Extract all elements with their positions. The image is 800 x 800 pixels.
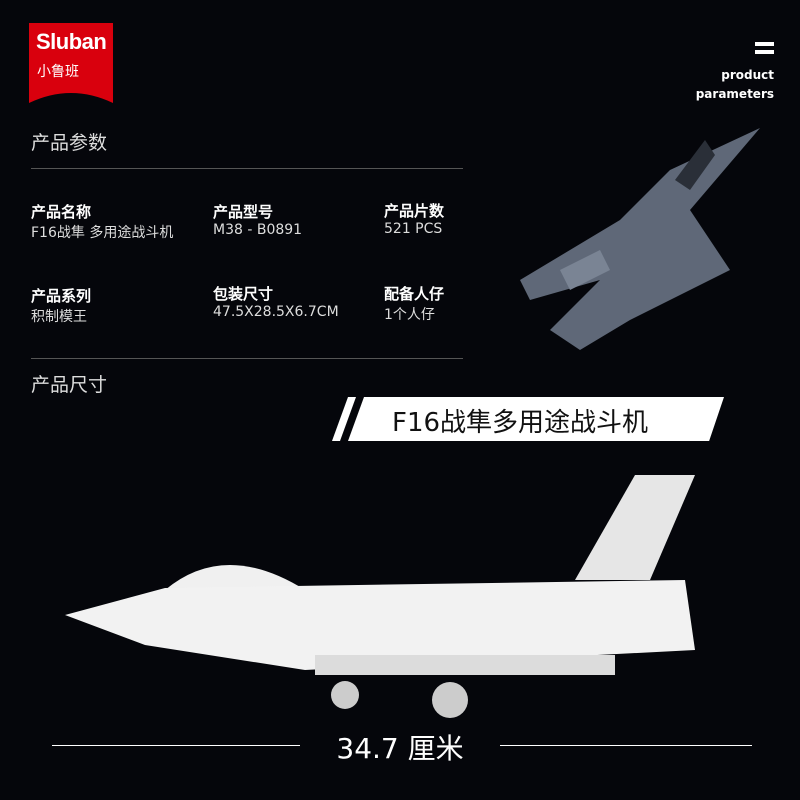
brand-name-cn: 小鲁班 xyxy=(37,64,79,80)
equals-icon xyxy=(755,42,774,54)
param-value: 积制模王 xyxy=(31,309,87,325)
param-value: 1个人仔 xyxy=(384,307,435,323)
param-value: M38 - B0891 xyxy=(213,222,303,238)
param-name: 产品名称 F16战隼 多用途战斗机 xyxy=(31,201,173,242)
product-parameters-label: product parameters xyxy=(696,66,774,104)
param-label: 产品片数 xyxy=(384,202,445,220)
param-value: 521 PCS xyxy=(384,221,443,237)
divider xyxy=(31,358,463,359)
section-title-size: 产品尺寸 xyxy=(31,374,108,396)
brand-name-en: Sluban xyxy=(36,29,107,54)
section-title-params: 产品参数 xyxy=(31,132,108,154)
header-line2: parameters xyxy=(695,87,774,101)
divider xyxy=(31,168,463,169)
jet-top-view-image xyxy=(520,128,760,350)
param-minifigure: 配备人仔 1个人仔 xyxy=(384,283,444,324)
sluban-logo: Sluban 小鲁班 xyxy=(29,23,113,103)
jet-side-view-image xyxy=(65,475,695,718)
param-value: F16战隼 多用途战斗机 xyxy=(31,225,174,241)
param-series: 产品系列积制模王 xyxy=(31,285,91,326)
param-label: 配备人仔 xyxy=(384,285,445,303)
banner-text: F16战隼多用途战斗机 xyxy=(392,408,649,438)
header-line1: product xyxy=(721,68,774,82)
param-value: 47.5X28.5X6.7CM xyxy=(213,304,339,320)
param-label: 包装尺寸 xyxy=(213,285,274,303)
dimension-length: 34.7 厘米 xyxy=(300,727,500,767)
param-label: 产品型号 xyxy=(213,203,274,221)
product-name-banner: F16战隼多用途战斗机 xyxy=(352,397,724,441)
param-label: 产品系列 xyxy=(31,287,92,305)
param-label: 产品名称 xyxy=(31,203,92,221)
